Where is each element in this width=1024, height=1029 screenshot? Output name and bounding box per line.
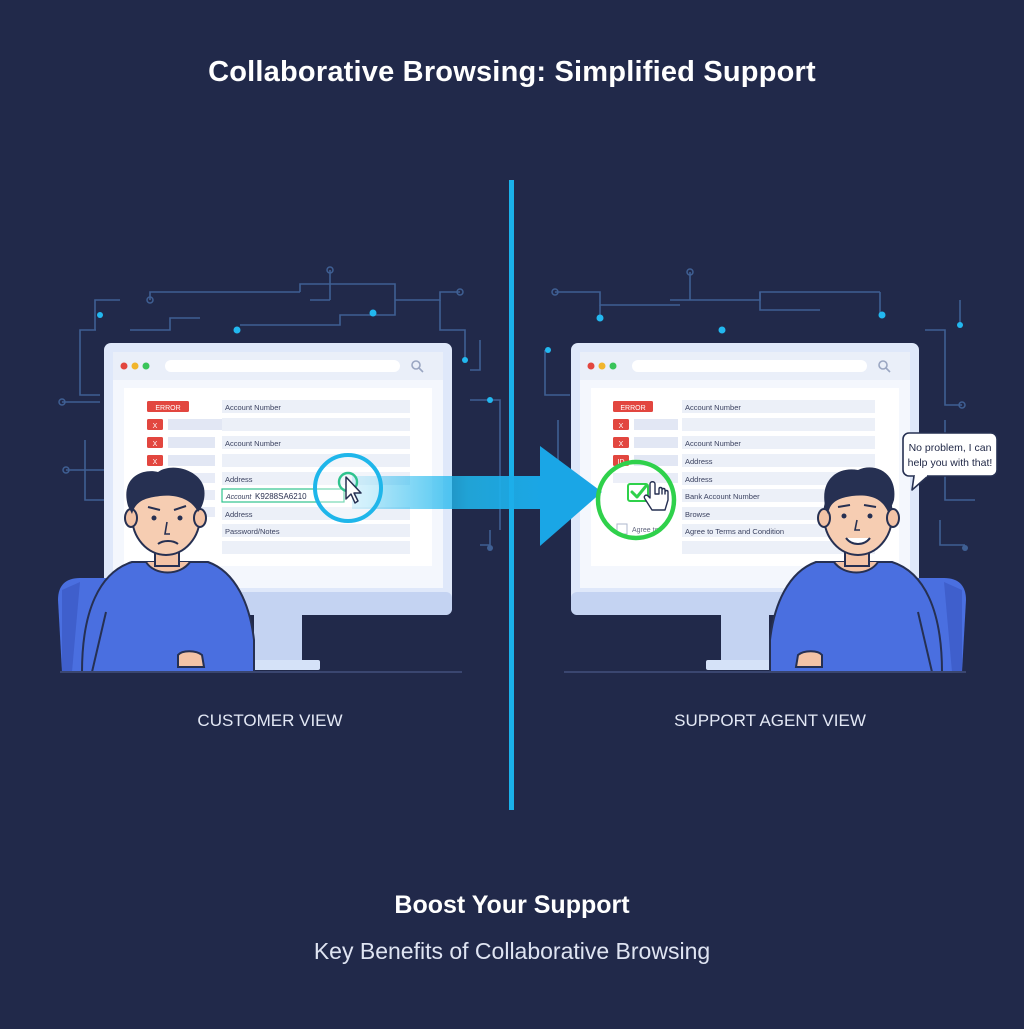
field-label: Address [225,510,253,519]
agent-avatar [564,467,966,673]
badge: ID [618,459,625,466]
field-label: Address [685,475,713,484]
customer-avatar [58,467,462,673]
circuit-nodes-right [545,268,968,551]
customer-view-caption: CUSTOMER VIEW [197,711,343,730]
agent-view-caption: SUPPORT AGENT VIEW [674,711,866,730]
search-icon [411,360,424,373]
search-icon [878,360,891,373]
field-label: Bank Account Number [685,492,760,501]
badge: X [619,441,624,448]
field-label: Address [685,457,713,466]
badge: X [153,423,158,430]
speech-bubble: No problem, I can help you with that! [902,432,998,491]
badge: X [619,423,624,430]
hand-pointer-icon [643,481,669,511]
footer-heading: Boost Your Support [394,891,630,919]
checkbox-icon [627,483,649,502]
field-label: Account Number [225,403,281,412]
agree-label: Agree to [632,527,659,534]
field-label: Address [225,475,253,484]
circuit-nodes-left [58,266,493,551]
cursor-icon [345,476,362,504]
field-label: Account Number [225,439,281,448]
page-title: Collaborative Browsing: Simplified Suppo… [208,56,816,88]
customer-focus-ring [313,453,383,523]
field-label: Browse [685,510,710,519]
terms-label: Agree to Terms and Condition [685,527,784,536]
field-label: Password/Notes [225,527,280,536]
field-label: Account Number [685,403,741,412]
entered-value: K9288SA6210 [255,492,307,501]
error-badge: ERROR [155,405,180,412]
agent-focus-ring [595,459,677,541]
circuit-lines-right [544,272,975,546]
field-label: Account [225,494,252,501]
speech-line-1: No problem, I can [909,442,992,454]
field-label: Account Number [685,439,741,448]
circuit-lines-left [62,270,501,546]
footer-subheading: Key Benefits of Collaborative Browsing [313,938,711,964]
badge: X [153,441,158,448]
error-badge: ERROR [620,405,645,412]
badge: X [153,459,158,466]
arrow-right-icon [352,446,602,546]
speech-line-2: help you with that! [908,457,993,469]
